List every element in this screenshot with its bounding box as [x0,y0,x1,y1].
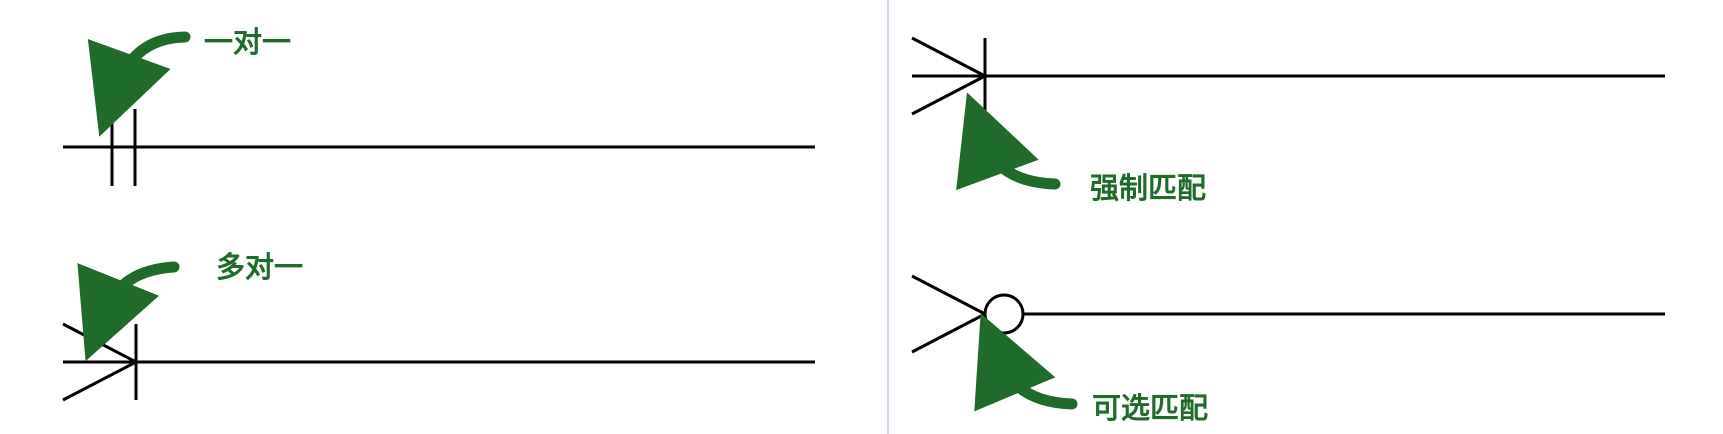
curved-arrow-down-left-icon [87,31,191,137]
label-one-to-one: 一对一 [204,25,291,59]
label-optional-match: 可选匹配 [1092,391,1208,425]
curved-arrow-down-left-icon [77,261,180,362]
label-mandatory-match: 强制匹配 [1090,171,1206,205]
relationship-many-to-one: 多对一 [62,250,815,402]
curved-arrow-up-left-icon [974,313,1078,412]
crow-foot-lower-prong [62,360,137,402]
crow-foot-upper-prong [911,36,986,78]
crow-foot-upper-prong [911,274,986,316]
crow-foot-upper-prong [62,322,137,364]
crow-foot-lower-prong [911,74,986,116]
relationship-optional-match: 可选匹配 [911,274,1665,425]
relationship-mandatory-match: 强制匹配 [911,36,1665,205]
panel-divider [887,0,889,434]
relationship-one-to-one: 一对一 [63,25,815,186]
crow-foot-lower-prong [911,312,986,354]
label-many-to-one: 多对一 [216,250,303,284]
curved-arrow-up-left-icon [956,92,1061,191]
optional-circle-mark [983,293,1025,335]
